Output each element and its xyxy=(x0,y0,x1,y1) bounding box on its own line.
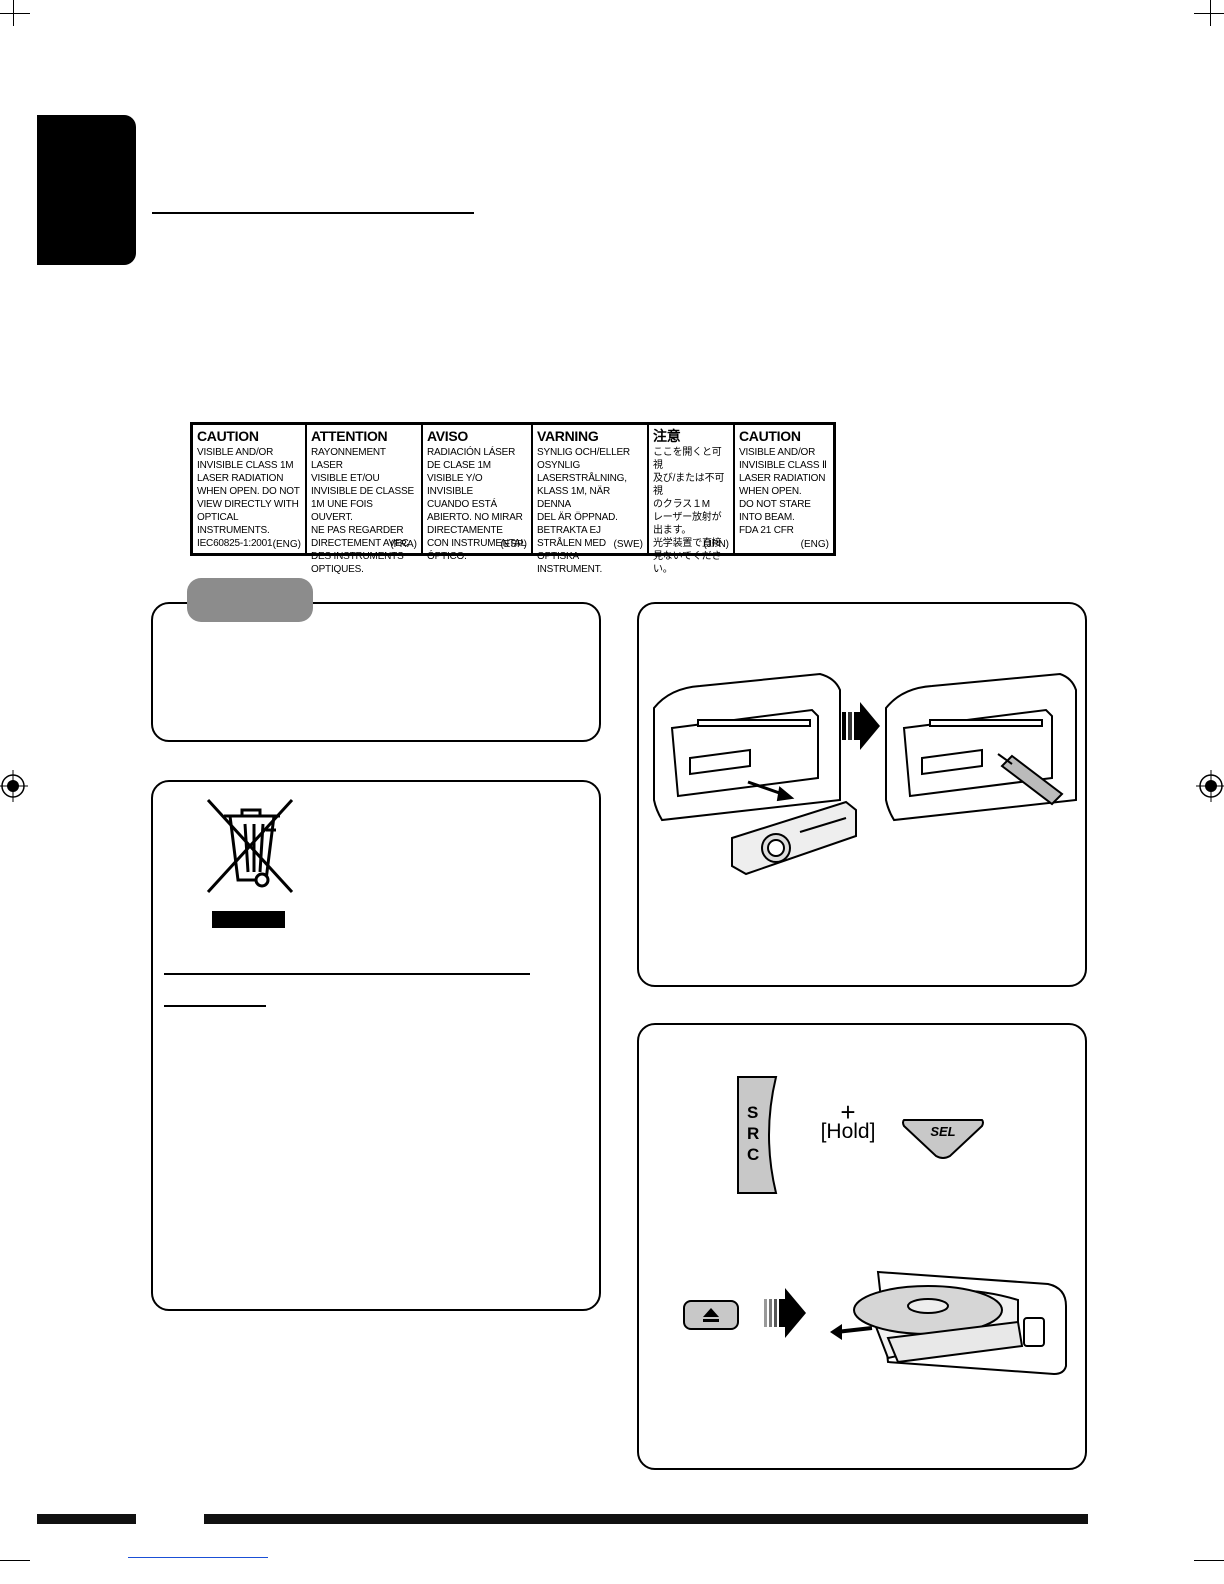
disc-ejecting-illustration xyxy=(830,1270,1067,1376)
label-column-fra: ATTENTION RAYONNEMENT LASER VISIBLE ET/O… xyxy=(307,425,423,575)
note-header-pill xyxy=(187,578,313,622)
right-arrow-icon xyxy=(764,1288,806,1338)
registration-mark-icon xyxy=(0,770,28,802)
label-heading: 注意 xyxy=(653,428,681,444)
label-heading: AVISO xyxy=(427,428,469,444)
src-button-letter: S xyxy=(747,1103,759,1122)
label-heading: CAUTION xyxy=(197,428,259,444)
src-button-letter: C xyxy=(747,1145,760,1164)
crop-mark-top-right xyxy=(1194,13,1224,14)
label-text: SYNLIG OCH/ELLER OSYNLIG LASERSTRÅLNING,… xyxy=(537,447,630,575)
crop-mark-top-left xyxy=(0,13,30,14)
label-heading: VARNING xyxy=(537,428,599,444)
src-button-letter: R xyxy=(747,1124,760,1143)
laser-caution-label: CAUTION VISIBLE AND/OR INVISIBLE CLASS 1… xyxy=(190,422,836,575)
reset-eject-box xyxy=(637,1023,1087,1470)
label-column-eng-fda: CAUTION VISIBLE AND/OR INVISIBLE CLASS Ⅱ… xyxy=(735,425,833,553)
label-language-tag: (JPN) xyxy=(703,539,729,550)
label-text: ここを開くと可視 及び/または不可視 のクラス１M レーザー放射が 出ます。 光… xyxy=(653,447,725,575)
section-underline-short xyxy=(164,1005,266,1007)
label-column-eng: CAUTION VISIBLE AND/OR INVISIBLE CLASS 1… xyxy=(193,425,307,553)
crop-mark-top-left-v xyxy=(13,0,14,26)
label-column-swe: VARNING SYNLIG OCH/ELLER OSYNLIG LASERST… xyxy=(533,425,649,575)
note-box xyxy=(151,602,601,742)
eject-icon[interactable] xyxy=(683,1300,739,1330)
section-underline xyxy=(164,973,530,975)
label-text: VISIBLE AND/OR INVISIBLE CLASS Ⅱ LASER R… xyxy=(739,447,827,536)
crossed-out-wheelie-bin-icon xyxy=(206,798,294,928)
sel-button-label: SEL xyxy=(930,1124,956,1139)
label-language-tag: (SWE) xyxy=(613,539,643,550)
label-language-tag: (FRA) xyxy=(390,539,417,550)
label-column-esp: AVISO RADIACIÓN LÁSER DE CLASE 1M VISIBL… xyxy=(423,425,533,562)
label-text: VISIBLE AND/OR INVISIBLE CLASS 1M LASER … xyxy=(197,447,300,549)
crop-mark-top-right-v xyxy=(1210,0,1211,26)
sel-button[interactable] xyxy=(900,1116,986,1160)
label-text: RAYONNEMENT LASER VISIBLE ET/OU INVISIBL… xyxy=(311,447,414,575)
src-button[interactable] xyxy=(736,1075,782,1195)
label-language-tag: (ESP) xyxy=(500,539,527,550)
title-rule xyxy=(152,212,474,214)
footer-bar-right xyxy=(204,1514,1088,1524)
label-language-tag: (ENG) xyxy=(800,539,829,550)
crop-mark-bottom-left xyxy=(0,1560,30,1561)
language-tab xyxy=(37,115,136,265)
registration-mark-icon xyxy=(1196,770,1224,802)
label-text: RADIACIÓN LÁSER DE CLASE 1M VISIBLE Y/O … xyxy=(427,447,526,562)
disposal-box xyxy=(151,780,601,1311)
label-column-jpn: 注意 ここを開くと可視 及び/または不可視 のクラス１M レーザー放射が 出ます… xyxy=(649,425,735,575)
hold-text: [Hold] xyxy=(820,1120,876,1143)
crop-mark-bottom-right xyxy=(1194,1560,1224,1561)
footer-link-underline xyxy=(128,1557,268,1558)
detach-panel-illustration xyxy=(653,672,1077,876)
footer-bar-left xyxy=(37,1514,136,1524)
label-language-tag: (ENG) xyxy=(272,539,301,550)
label-heading: ATTENTION xyxy=(311,428,388,444)
plus-sign: + xyxy=(840,1097,856,1127)
label-heading: CAUTION xyxy=(739,428,801,444)
